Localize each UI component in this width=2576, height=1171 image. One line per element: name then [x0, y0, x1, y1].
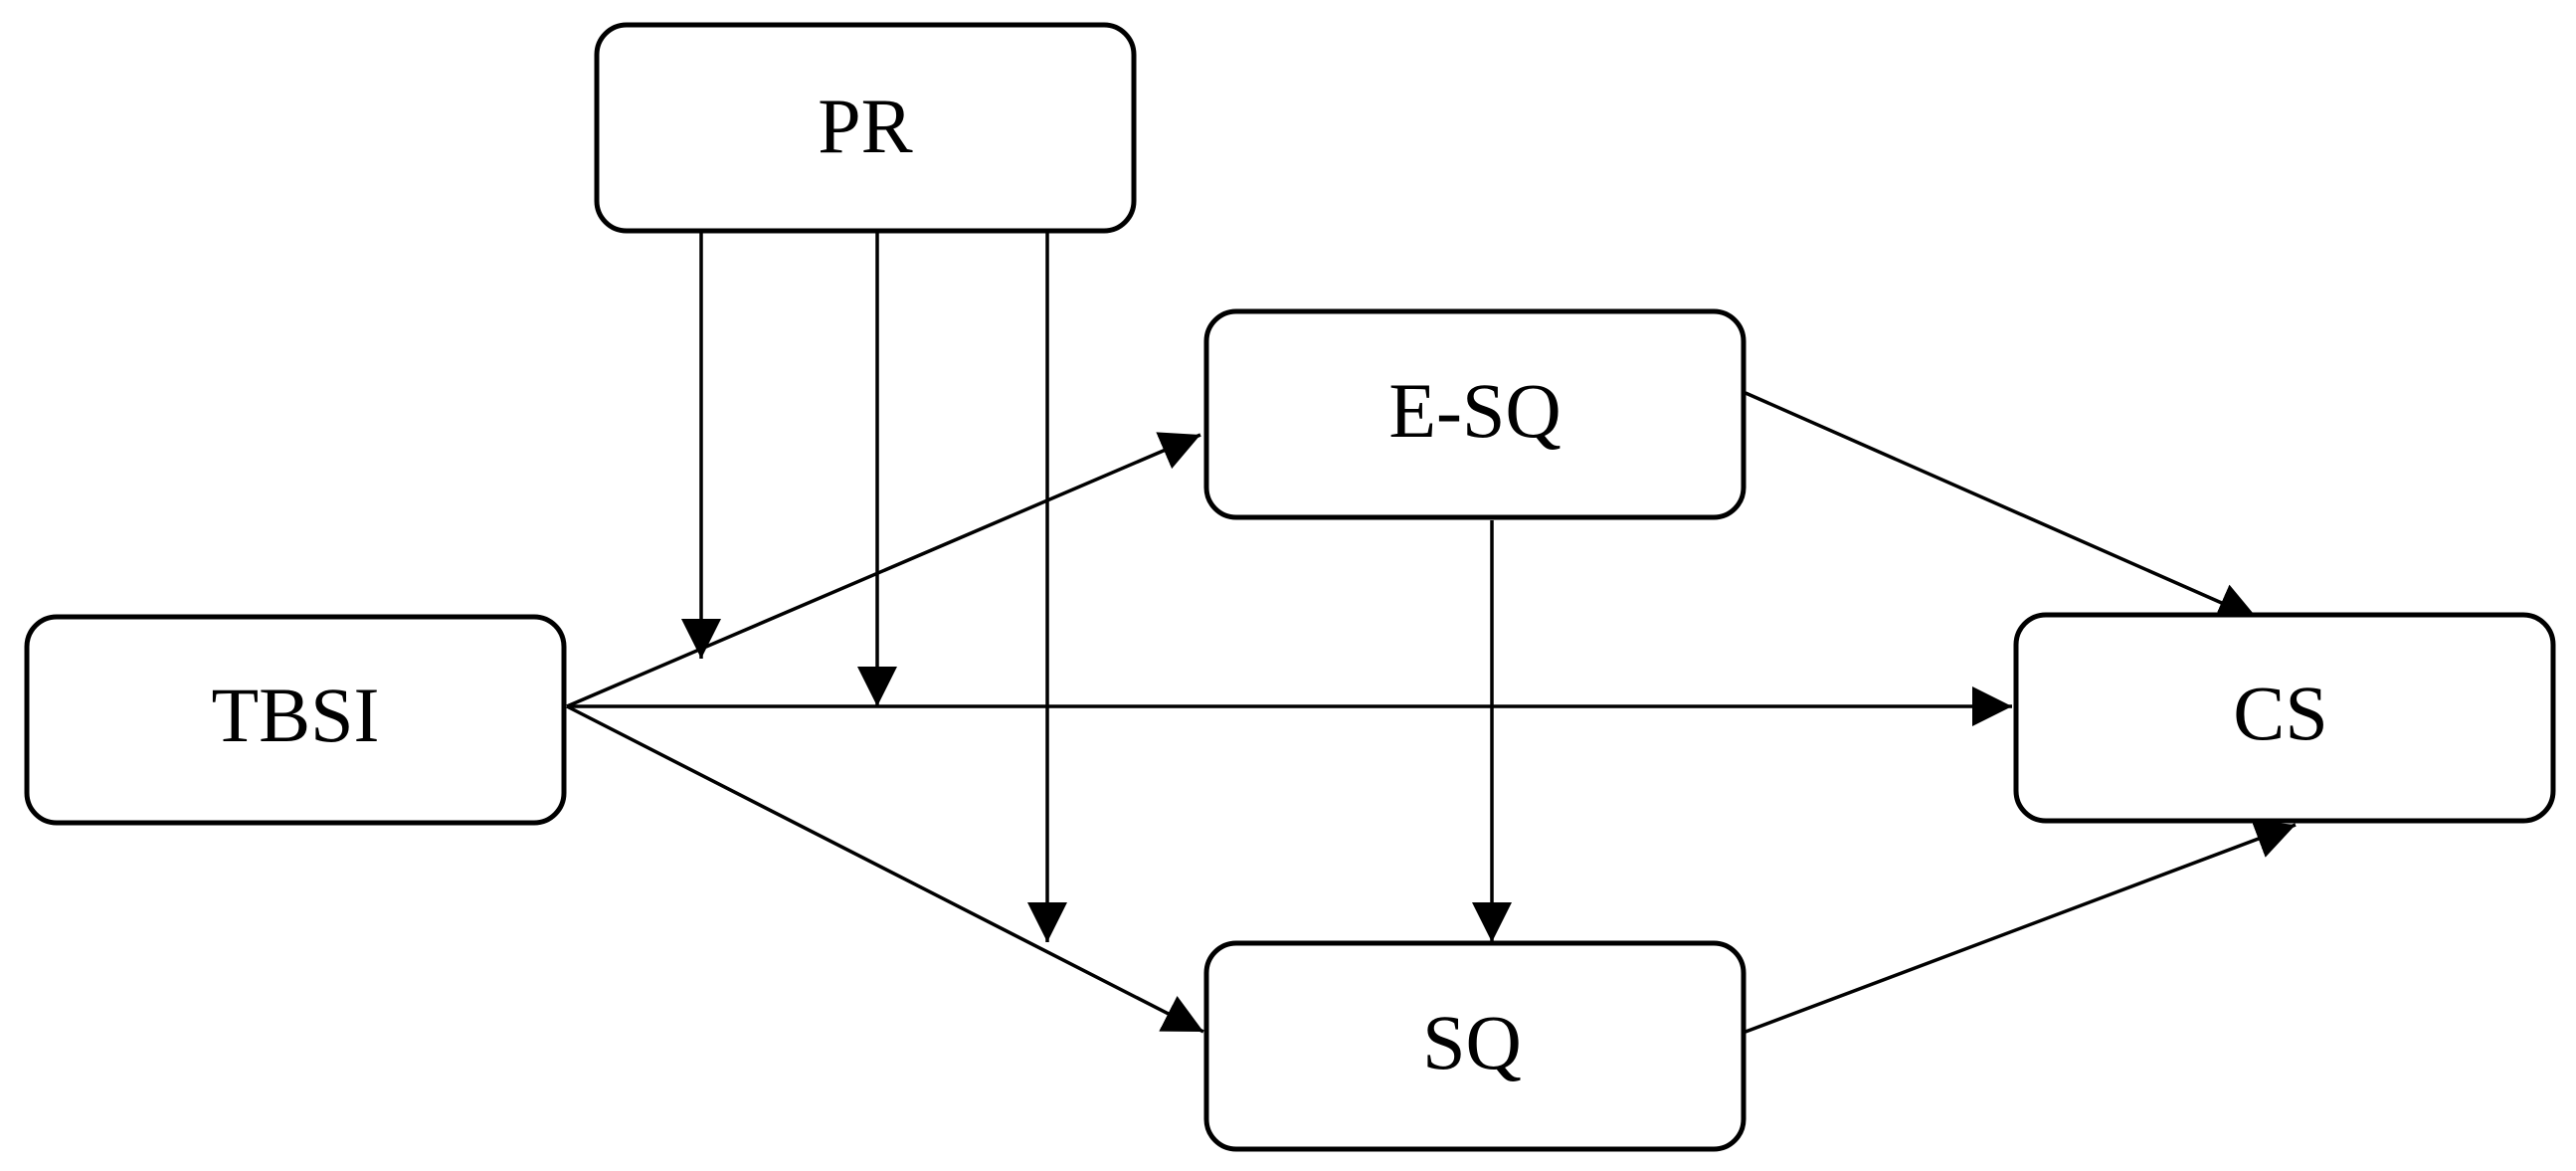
node-pr-box — [594, 22, 1137, 234]
node-sq-label: SQ — [1422, 999, 1522, 1085]
node-cs-box — [2013, 612, 2556, 824]
node-sq: SQ — [1203, 940, 1747, 1152]
edge-sq-to-cs — [1745, 820, 2297, 1034]
edge-tbsi-to-esq — [566, 432, 1201, 708]
edges-layer — [566, 231, 2297, 1034]
edge-tbsi-to-sq — [566, 704, 1204, 1034]
node-tbsi-box — [24, 614, 567, 826]
node-cs-label: CS — [2233, 670, 2327, 756]
node-pr: PR — [594, 22, 1137, 234]
node-cs: CS — [2013, 612, 2556, 824]
node-esq-box — [1203, 308, 1747, 520]
node-esq: E-SQ — [1203, 308, 1747, 520]
node-pr-label: PR — [818, 83, 912, 169]
node-tbsi-label: TBSI — [211, 672, 379, 758]
edge-esq-to-cs — [1745, 391, 2259, 622]
node-tbsi: TBSI — [24, 614, 567, 826]
node-esq-label: E-SQ — [1388, 367, 1561, 454]
node-sq-box — [1203, 940, 1747, 1152]
